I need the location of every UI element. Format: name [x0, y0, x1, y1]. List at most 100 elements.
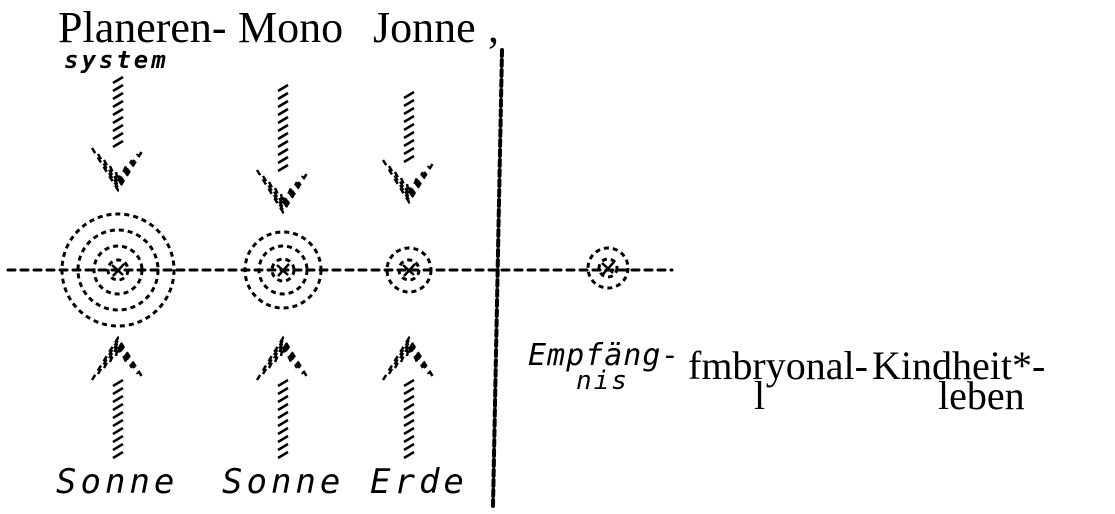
arrow-hatch — [277, 147, 289, 157]
arrow-hatch — [112, 139, 124, 149]
arrowhead-hatch — [393, 171, 425, 201]
arrow-hatch — [277, 450, 289, 460]
arrow-hatch — [403, 146, 415, 156]
arrowhead-hatch — [114, 345, 122, 357]
arrow-hatch — [277, 378, 289, 388]
arrow-hatch — [112, 402, 124, 412]
arrow-hatch — [403, 410, 415, 420]
circle-sonnensystem — [385, 246, 433, 294]
arrowhead-hatch — [255, 335, 311, 381]
arrow-hatch — [277, 99, 289, 109]
arrow-hatch — [403, 386, 415, 396]
arrowhead-hatch — [102, 339, 134, 369]
arrowhead-hatch — [279, 345, 287, 357]
arrow-hatch — [112, 378, 124, 388]
arrow-down-3 — [381, 90, 437, 205]
arrow-hatch — [277, 107, 289, 117]
circle-ring — [597, 257, 619, 279]
arrow-hatch — [277, 115, 289, 125]
arrow-hatch — [403, 378, 415, 388]
arrowhead-hatch — [90, 335, 146, 381]
arrowhead-hatch — [255, 169, 311, 215]
arrow-hatch — [277, 434, 289, 444]
circle-empfaengnis — [586, 246, 630, 290]
arrow-hatch — [277, 139, 289, 149]
arrowhead-hatch — [261, 175, 305, 213]
label-system: system — [64, 46, 169, 74]
arrowhead-hatch — [96, 337, 140, 375]
arrow-hatch — [112, 107, 124, 117]
circle-ring — [257, 244, 309, 296]
arrowhead-hatch — [387, 337, 431, 375]
arrow-up-2 — [255, 335, 311, 460]
arrow-hatch — [277, 91, 289, 101]
label-comma: , — [488, 3, 499, 52]
arrow-down-1 — [90, 75, 146, 193]
arrow-hatch — [403, 122, 415, 132]
arrow-hatch — [403, 114, 415, 124]
circle-ring — [270, 257, 296, 283]
circle-center-mark — [111, 263, 125, 277]
circle-center-mark — [402, 263, 416, 277]
arrow-hatch — [112, 434, 124, 444]
arrow-hatch — [112, 83, 124, 93]
arrowhead-hatch — [90, 147, 146, 193]
circle-ring — [397, 258, 421, 282]
arrowhead-hatch — [114, 171, 122, 183]
arrow-hatch — [277, 394, 289, 404]
arrow-hatch — [403, 90, 415, 100]
circle-ring — [243, 230, 323, 310]
arrowhead-hatch — [267, 181, 299, 211]
arrow-hatch — [277, 386, 289, 396]
arrow-hatch — [112, 115, 124, 125]
arrow-hatch — [277, 418, 289, 428]
circle-ring — [385, 246, 433, 294]
arrowhead-hatch — [102, 159, 134, 189]
circle-planetensystem — [60, 212, 176, 328]
label-nis: nis — [576, 366, 629, 396]
arrow-up-1 — [90, 335, 146, 460]
arrowhead-hatch — [405, 345, 413, 357]
arrowhead-hatch — [279, 193, 287, 205]
arrow-hatch — [403, 138, 415, 148]
arrow-hatch — [277, 410, 289, 420]
arrow-hatch — [277, 123, 289, 133]
arrow-hatch — [403, 98, 415, 108]
arrow-hatch — [112, 386, 124, 396]
arrow-hatch — [277, 163, 289, 173]
arrow-hatch — [403, 402, 415, 412]
label-leben: leben — [938, 373, 1025, 418]
label-embryonal-2: l — [754, 373, 766, 418]
arrow-up-3 — [381, 335, 437, 460]
arrow-hatch — [112, 426, 124, 436]
circle-ring — [76, 228, 160, 312]
circle-ring — [60, 212, 176, 328]
arrow-hatch — [112, 394, 124, 404]
label-erde: Erde — [370, 462, 468, 502]
arrow-hatch — [112, 418, 124, 428]
arrow-hatch — [112, 123, 124, 133]
label-kindheit: Kindheit*- — [872, 343, 1046, 388]
arrow-hatch — [112, 410, 124, 420]
arrowhead-hatch — [261, 337, 305, 375]
vertical-divider — [491, 48, 504, 508]
arrow-hatch — [403, 426, 415, 436]
arrow-hatch — [277, 426, 289, 436]
label-empfaengnis: Empfäng- — [528, 338, 681, 373]
circle-ring — [586, 246, 630, 290]
arrow-hatch — [277, 402, 289, 412]
label-embryonal: fmbryonal- — [688, 343, 868, 388]
label-mono: Mono — [238, 3, 344, 52]
arrow-hatch — [112, 131, 124, 141]
label-sonne-1: Sonne — [56, 462, 179, 502]
circle-center-mark — [276, 263, 290, 277]
arrowhead-hatch — [393, 339, 425, 369]
arrow-hatch — [277, 131, 289, 141]
arrow-hatch — [112, 450, 124, 460]
arrow-hatch — [277, 442, 289, 452]
arrow-hatch — [403, 442, 415, 452]
arrow-hatch — [112, 442, 124, 452]
arrowhead-hatch — [381, 335, 437, 381]
circle-ring — [106, 258, 130, 282]
